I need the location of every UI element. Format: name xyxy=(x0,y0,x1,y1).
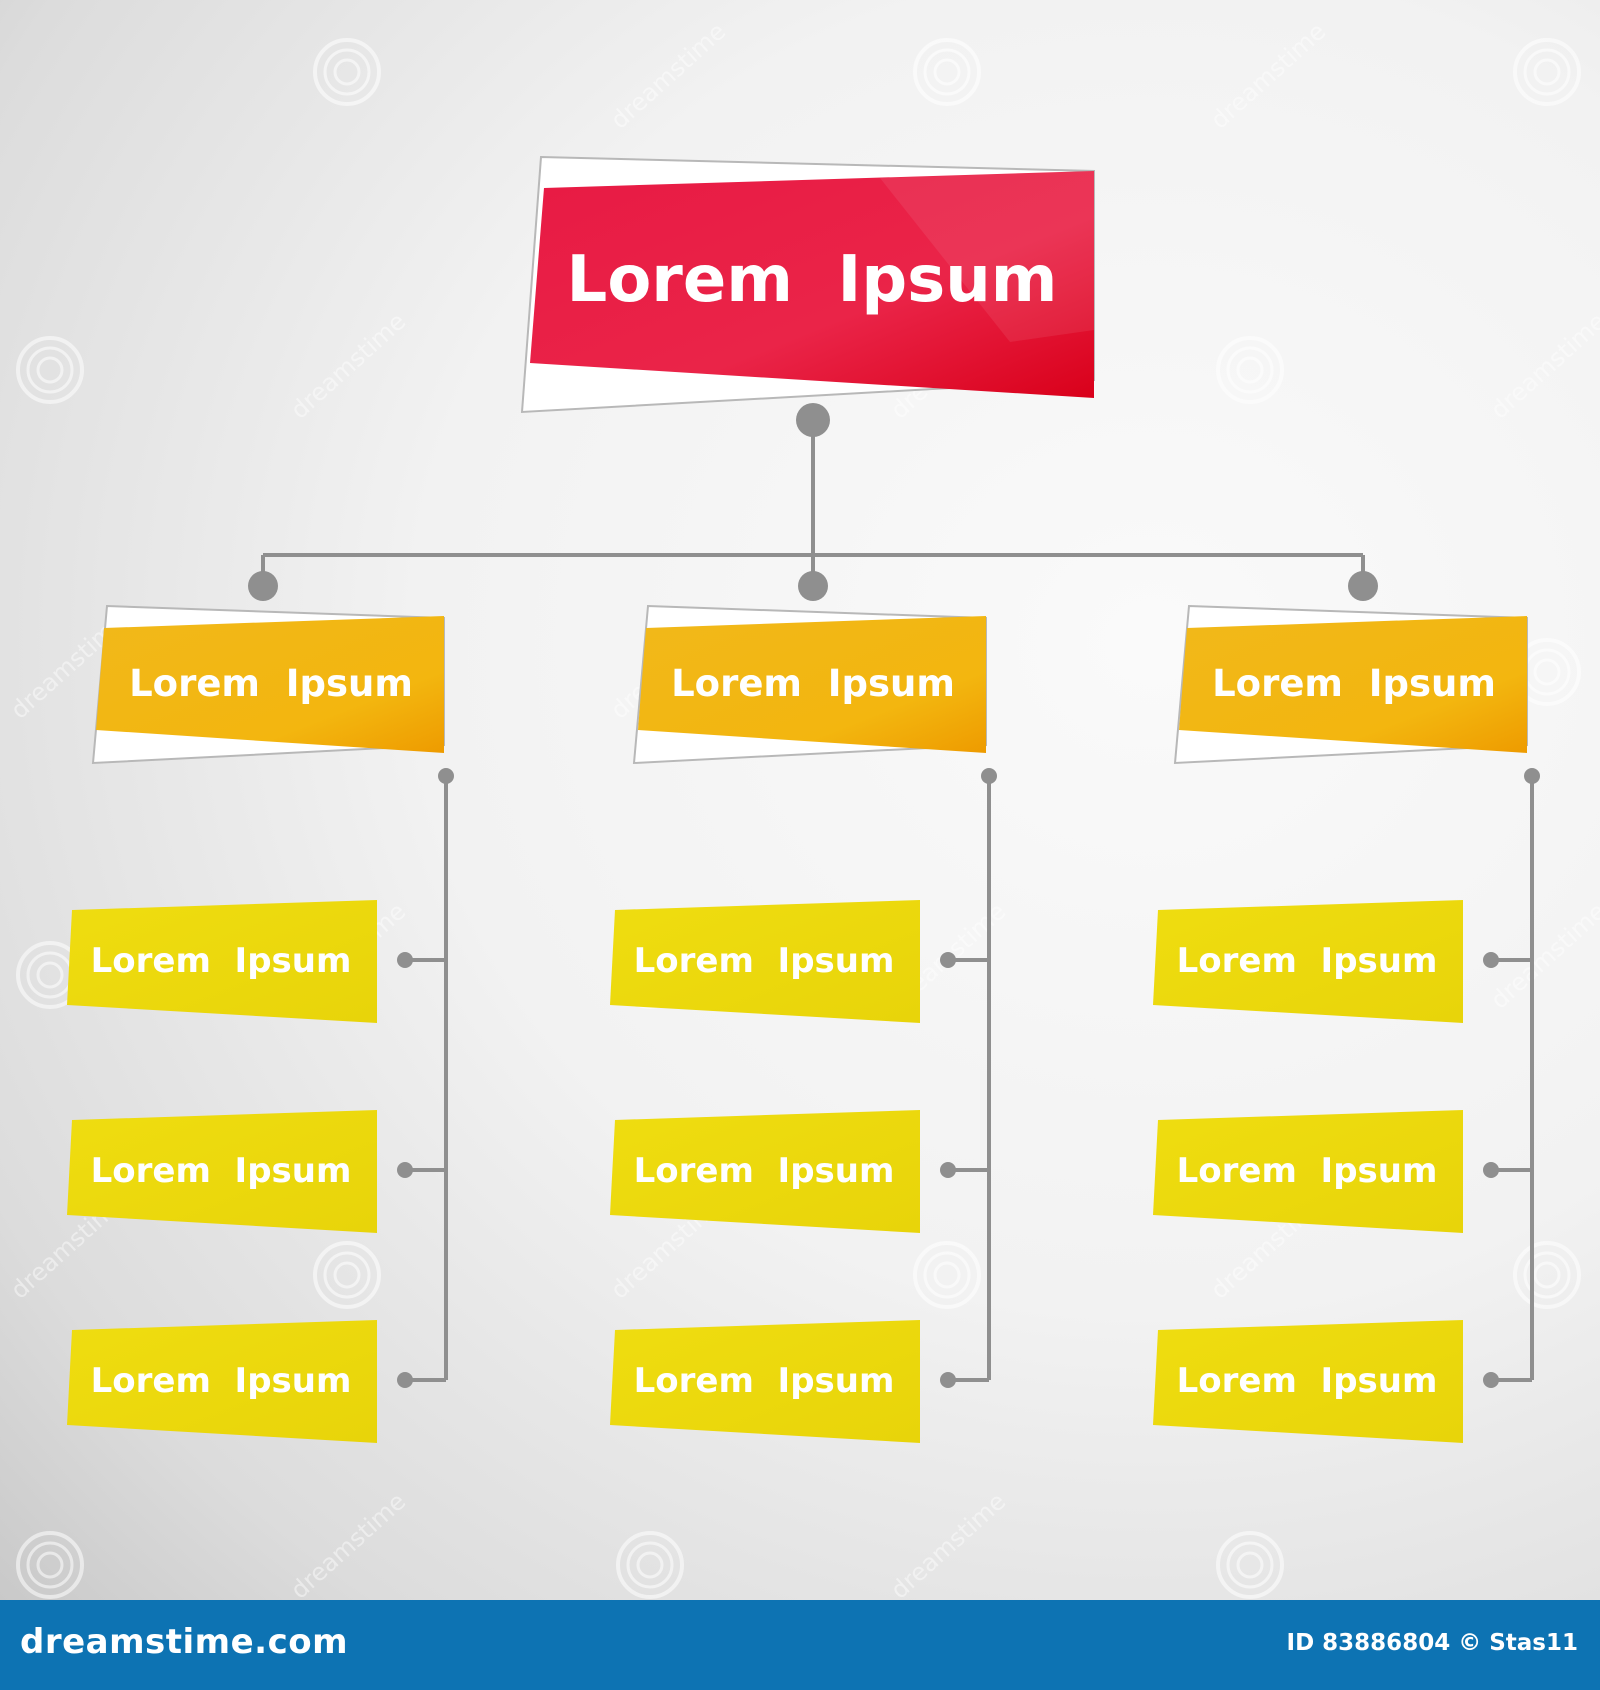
leaf-connector-dot xyxy=(940,952,956,968)
watermark-spiral-icon xyxy=(313,38,381,106)
watermark-spiral-icon xyxy=(16,336,84,404)
leaf-connector-dot xyxy=(397,1162,413,1178)
footer-brand-logo: dreamstime.com xyxy=(20,1622,349,1662)
leaf-node: Lorem Ipsum xyxy=(610,1110,920,1233)
watermark-spiral-icon xyxy=(1513,1241,1581,1309)
branch-node-label: Lorem Ipsum xyxy=(671,662,955,705)
leaf-node: Lorem Ipsum xyxy=(1153,900,1463,1023)
leaf-node-box xyxy=(67,1320,377,1443)
leaf-connector-dot xyxy=(1483,1162,1499,1178)
leaf-node-box xyxy=(1153,900,1463,1023)
watermark-spiral-icon xyxy=(1216,336,1284,404)
stock-footer-bar: dreamstime.com ID 83886804 © Stas11 xyxy=(0,1600,1600,1690)
column-rail-top-dot xyxy=(1524,768,1540,784)
watermark-spiral-icon xyxy=(913,1241,981,1309)
watermark-spiral-icon xyxy=(1513,38,1581,106)
leaf-connector-dot xyxy=(940,1372,956,1388)
leaf-node: Lorem Ipsum xyxy=(1153,1320,1463,1443)
leaf-node-box xyxy=(610,900,920,1023)
branch-node-box xyxy=(638,616,986,753)
branch-node: Lorem Ipsum xyxy=(632,604,987,765)
leaf-connector-dot xyxy=(1483,1372,1499,1388)
leaf-node: Lorem Ipsum xyxy=(610,900,920,1023)
org-chart-diagram: dreamstime dreamstime dreamstime dreamstime… xyxy=(16,17,1600,1600)
watermark-spiral-icon xyxy=(16,1531,84,1599)
leaf-node: Lorem Ipsum xyxy=(610,1320,920,1443)
leaf-node-label: Lorem Ipsum xyxy=(634,1151,895,1191)
leaf-connector-dot xyxy=(1483,952,1499,968)
watermark-text: dreamstime xyxy=(605,17,731,134)
leaf-node: Lorem Ipsum xyxy=(67,900,377,1023)
leaf-node-label: Lorem Ipsum xyxy=(1177,941,1438,981)
watermark-text: dreamstime xyxy=(1485,897,1600,1014)
leaf-node-label: Lorem Ipsum xyxy=(634,941,895,981)
watermark-spiral-icon xyxy=(913,38,981,106)
branch-connector-dot xyxy=(248,571,278,601)
root-node: Lorem Ipsum xyxy=(520,155,1095,414)
leaf-node-box xyxy=(1153,1110,1463,1233)
leaf-node-box xyxy=(67,1110,377,1233)
footer-image-id-credit: ID 83886804 © Stas11 xyxy=(1286,1630,1578,1656)
leaf-node-label: Lorem Ipsum xyxy=(91,941,352,981)
branch-node: Lorem Ipsum xyxy=(1173,604,1528,765)
watermark-text: dreamstime xyxy=(285,1487,411,1600)
watermark-text: dreamstime xyxy=(885,1487,1011,1600)
leaf-connector-dot xyxy=(397,952,413,968)
watermark-spiral-icon xyxy=(1216,1531,1284,1599)
leaf-connector-dot xyxy=(397,1372,413,1388)
branch-node-box xyxy=(1179,616,1527,753)
leaf-node: Lorem Ipsum xyxy=(67,1320,377,1443)
watermark-spiral-icon xyxy=(313,1241,381,1309)
root-node-shine xyxy=(880,171,1094,342)
root-node-label: Lorem Ipsum xyxy=(567,243,1058,317)
branch-node: Lorem Ipsum xyxy=(91,604,445,765)
leaf-node-box xyxy=(610,1320,920,1443)
branch-connector-dot xyxy=(1348,571,1378,601)
connector-lines xyxy=(248,403,1540,1388)
branch-node-label: Lorem Ipsum xyxy=(1212,662,1496,705)
leaf-node-label: Lorem Ipsum xyxy=(1177,1151,1438,1191)
root-node-box xyxy=(530,171,1094,398)
leaf-node: Lorem Ipsum xyxy=(67,1110,377,1233)
root-connector-dot xyxy=(796,403,830,437)
leaf-node-box xyxy=(67,900,377,1023)
watermark-text: dreamstime xyxy=(1485,307,1600,424)
watermark-spiral-icon xyxy=(616,1531,684,1599)
leaf-node-label: Lorem Ipsum xyxy=(91,1361,352,1401)
branch-connector-dot xyxy=(798,571,828,601)
leaf-node-label: Lorem Ipsum xyxy=(1177,1361,1438,1401)
leaf-connector-dot xyxy=(940,1162,956,1178)
watermark-text: dreamstime xyxy=(1205,17,1331,134)
leaf-node-box xyxy=(610,1110,920,1233)
watermark-text: dreamstime xyxy=(285,307,411,424)
branch-node-label: Lorem Ipsum xyxy=(129,662,413,705)
branch-node-box xyxy=(96,616,444,753)
leaf-node-box xyxy=(1153,1320,1463,1443)
leaf-node-label: Lorem Ipsum xyxy=(634,1361,895,1401)
leaf-node: Lorem Ipsum xyxy=(1153,1110,1463,1233)
column-rail-top-dot xyxy=(438,768,454,784)
leaf-node-label: Lorem Ipsum xyxy=(91,1151,352,1191)
column-rail-top-dot xyxy=(981,768,997,784)
